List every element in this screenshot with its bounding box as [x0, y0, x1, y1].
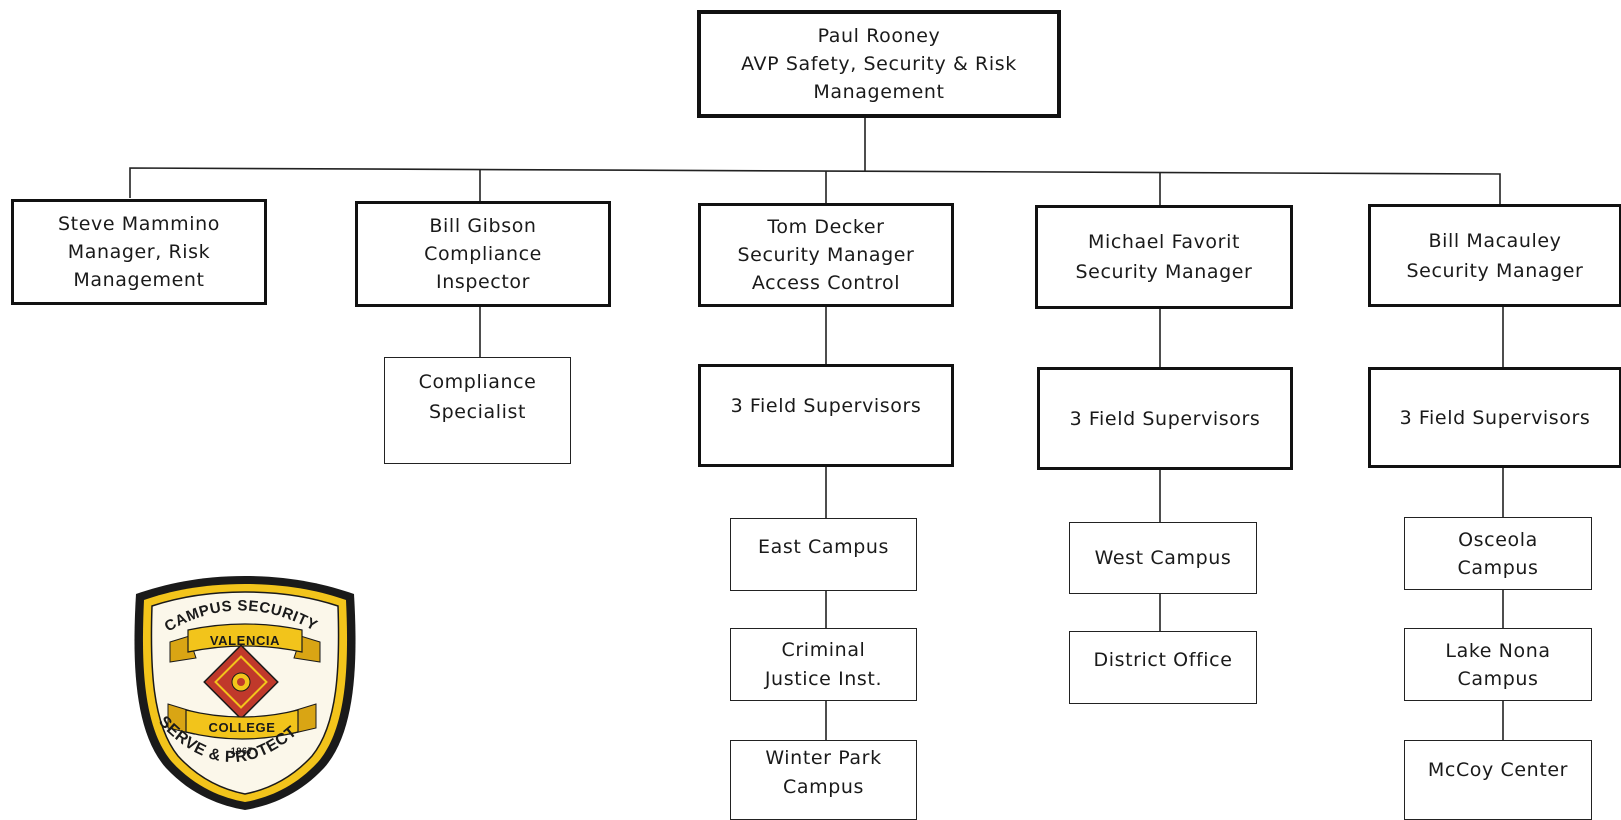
- node-line: 3 Field Supervisors: [730, 394, 922, 417]
- node-line: Criminal: [781, 638, 866, 661]
- node-line: AVP Safety, Security & Risk: [741, 53, 1017, 75]
- node-line: Osceola: [1458, 528, 1538, 551]
- node-winter-park-campus: Winter Park Campus: [730, 740, 917, 820]
- badge-center-emblem: [203, 644, 279, 720]
- node-line: Winter Park: [765, 747, 882, 769]
- node-line: Steve Mammino: [58, 213, 220, 235]
- node-line: Bill Macauley: [1428, 229, 1562, 252]
- node-compliance-inspector: Bill Gibson Compliance Inspector: [355, 201, 611, 307]
- badge-year: 1967: [231, 746, 253, 756]
- node-line: Management: [813, 81, 945, 103]
- node-security-manager-macauley: Bill Macauley Security Manager: [1368, 204, 1621, 307]
- node-line: Justice Inst.: [764, 667, 883, 690]
- node-line: Campus: [1457, 556, 1539, 579]
- node-field-supervisors-favorit: 3 Field Supervisors: [1037, 367, 1293, 470]
- node-line: Lake Nona: [1445, 639, 1551, 662]
- node-line: Paul Rooney: [817, 25, 941, 47]
- node-avp-safety-security: Paul Rooney AVP Safety, Security & Risk …: [697, 10, 1061, 118]
- node-line: Inspector: [435, 271, 531, 293]
- node-line: East Campus: [757, 535, 890, 558]
- node-line: Security Manager: [1406, 259, 1584, 282]
- node-security-manager-favorit: Michael Favorit Security Manager: [1035, 205, 1293, 309]
- node-criminal-justice-inst: Criminal Justice Inst.: [730, 628, 917, 701]
- node-security-manager-access-control: Tom Decker Security Manager Access Contr…: [698, 203, 954, 307]
- node-lake-nona-campus: Lake Nona Campus: [1404, 628, 1592, 701]
- node-line: West Campus: [1094, 547, 1232, 569]
- node-compliance-specialist: Compliance Specialist: [384, 357, 571, 464]
- node-district-office: District Office: [1069, 631, 1257, 704]
- node-line: Compliance: [424, 243, 542, 265]
- node-line: Security Manager: [1075, 261, 1253, 283]
- badge-banner-bottom-text: COLLEGE: [208, 720, 275, 735]
- badge-banner-bottom: [185, 709, 299, 740]
- node-line: Tom Decker: [767, 216, 885, 238]
- campus-security-badge-logo: CAMPUS SECURITY VALENCIA COLLEGE 1967 SE…: [134, 576, 356, 810]
- node-avp-text: Paul Rooney AVP Safety, Security & Risk …: [741, 22, 1017, 106]
- node-line: Campus: [782, 776, 865, 798]
- node-line: District Office: [1093, 648, 1233, 671]
- node-line: Michael Favorit: [1087, 231, 1241, 253]
- node-line: Campus: [1457, 667, 1539, 690]
- node-field-supervisors-decker: 3 Field Supervisors: [698, 364, 954, 467]
- badge-banner-top: [187, 623, 303, 653]
- node-line: Access Control: [751, 272, 901, 294]
- node-osceola-campus: Osceola Campus: [1404, 517, 1592, 590]
- node-risk-manager: Steve Mammino Manager, Risk Management: [11, 199, 267, 305]
- node-line: Management: [73, 269, 205, 291]
- node-line: Compliance: [418, 370, 537, 393]
- node-line: Bill Gibson: [429, 215, 537, 237]
- node-field-supervisors-macauley: 3 Field Supervisors: [1368, 367, 1621, 468]
- node-line: Manager, Risk: [67, 241, 211, 263]
- node-east-campus: East Campus: [730, 518, 917, 591]
- node-line: 3 Field Supervisors: [1399, 406, 1591, 429]
- badge-banner-top-text: VALENCIA: [210, 633, 280, 648]
- node-mccoy-center: McCoy Center: [1404, 740, 1592, 820]
- node-line: McCoy Center: [1427, 759, 1569, 781]
- node-line: Security Manager: [737, 244, 915, 266]
- node-west-campus: West Campus: [1069, 522, 1257, 594]
- node-line: 3 Field Supervisors: [1069, 407, 1261, 430]
- node-line: Specialist: [428, 400, 527, 423]
